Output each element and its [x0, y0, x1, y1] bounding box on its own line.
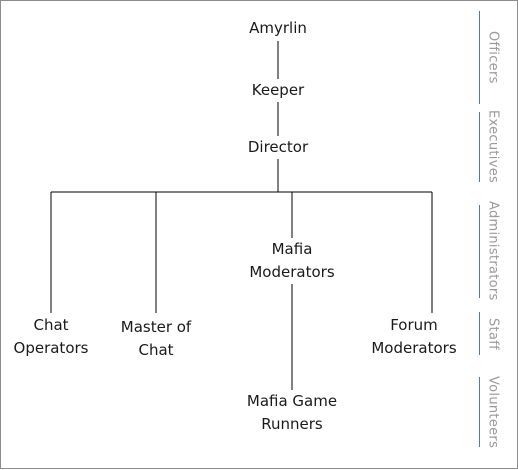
node-chat-operators-line2: Operators	[13, 339, 89, 357]
tier-executives: Executives	[483, 110, 503, 184]
tier-divider-administrators	[479, 205, 480, 298]
node-master-of-chat-line2: Chat	[138, 341, 174, 359]
node-amyrlin-label: Amyrlin	[249, 19, 307, 37]
node-mafia-moderators: Mafia Moderators	[237, 238, 347, 284]
node-chat-operators: Chat Operators	[6, 314, 96, 360]
node-amyrlin: Amyrlin	[238, 17, 318, 40]
tier-administrators: Administrators	[483, 199, 503, 303]
node-forum-moderators-line2: Moderators	[371, 339, 457, 357]
node-forum-moderators: Forum Moderators	[359, 314, 469, 360]
tier-divider-staff	[479, 312, 480, 355]
node-director-label: Director	[247, 138, 309, 156]
node-mafia-moderators-line2: Moderators	[249, 263, 335, 281]
node-chat-operators-line1: Chat	[33, 316, 69, 334]
tier-administrators-label: Administrators	[485, 201, 501, 301]
tier-staff-label: Staff	[485, 317, 501, 350]
tier-volunteers: Volunteers	[483, 375, 503, 449]
node-director: Director	[238, 136, 318, 159]
node-mafia-game-runners-line2: Runners	[261, 415, 323, 433]
node-keeper-label: Keeper	[251, 81, 305, 99]
tier-volunteers-label: Volunteers	[485, 375, 501, 449]
tier-staff: Staff	[483, 312, 503, 355]
node-mafia-moderators-line1: Mafia	[271, 240, 313, 258]
tier-divider-officers	[479, 11, 480, 104]
tier-executives-label: Executives	[485, 110, 501, 184]
tier-divider-volunteers	[479, 377, 480, 447]
tier-divider-executives	[479, 112, 480, 182]
node-mafia-game-runners-line1: Mafia Game	[246, 392, 338, 410]
node-keeper: Keeper	[238, 79, 318, 102]
node-master-of-chat: Master of Chat	[106, 316, 206, 362]
node-forum-moderators-line1: Forum	[390, 316, 438, 334]
tier-officers-label: Officers	[485, 31, 501, 84]
node-master-of-chat-line1: Master of	[120, 318, 192, 336]
tier-officers: Officers	[483, 11, 503, 104]
node-mafia-game-runners: Mafia Game Runners	[232, 390, 352, 436]
